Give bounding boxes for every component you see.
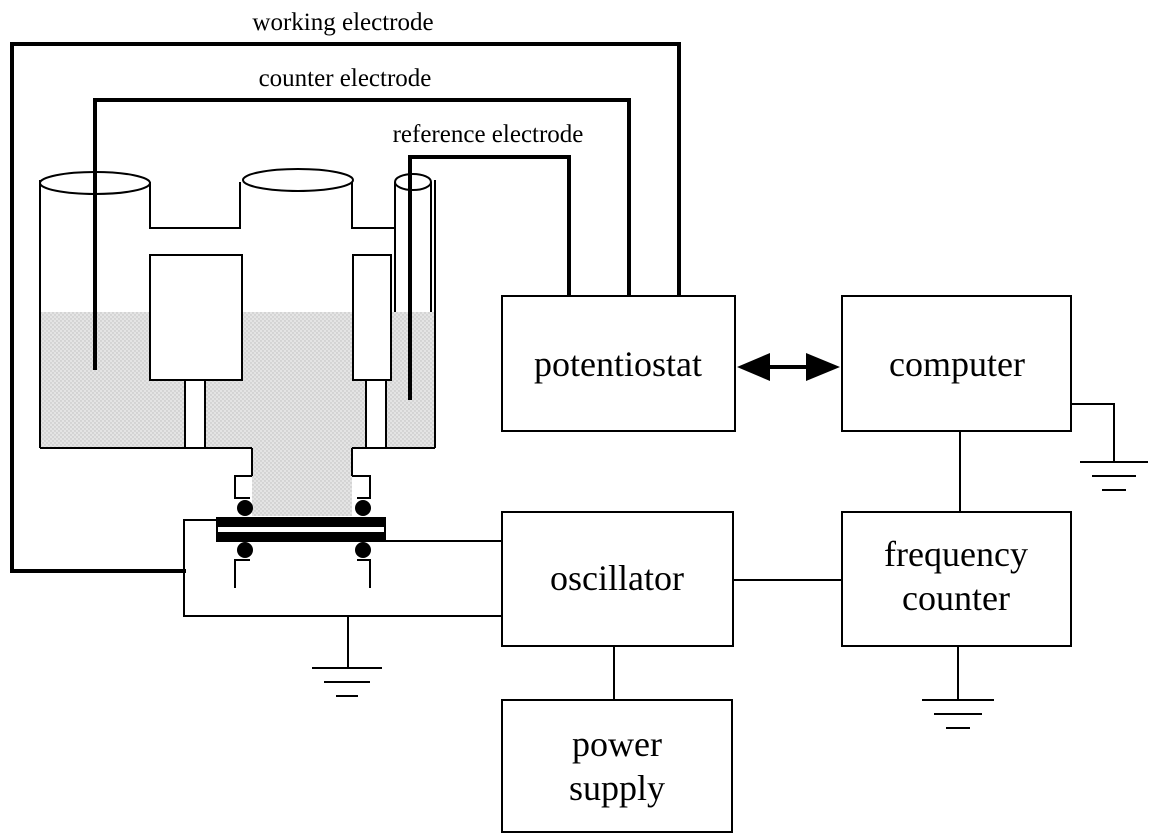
electrochemical-cell	[39, 168, 436, 476]
electrode-holders	[149, 254, 392, 449]
bidirectional-arrow	[737, 353, 840, 381]
holder-left	[149, 254, 243, 381]
o-ring	[237, 542, 253, 558]
quartz-crystal-mount	[216, 475, 386, 588]
o-ring	[355, 542, 371, 558]
working-electrode-wire	[10, 42, 681, 573]
counter-electrode-label: counter electrode	[259, 65, 432, 92]
computer-box: computer	[841, 295, 1072, 432]
oscillator-box: oscillator	[501, 511, 734, 647]
potentiostat-label: potentiostat	[534, 344, 702, 384]
potentiostat-box: potentiostat	[501, 295, 736, 432]
circuit-wires	[183, 403, 1115, 700]
computer-label: computer	[889, 344, 1025, 384]
power-supply-label-line2: supply	[569, 768, 665, 808]
holder-right-stem	[365, 379, 387, 449]
power-supply-box: power supply	[501, 699, 733, 833]
holder-left-stem	[184, 379, 206, 449]
counter-electrode-wire	[93, 98, 631, 370]
power-supply-label-line1: power	[572, 724, 662, 764]
ground-symbol	[922, 699, 994, 729]
frequency-counter-label-line2: counter	[902, 578, 1010, 618]
oscillator-label: oscillator	[550, 558, 684, 598]
o-ring	[355, 500, 371, 516]
ground-symbol	[312, 667, 382, 697]
holder-right	[352, 254, 392, 381]
cell-opening-right	[394, 173, 432, 191]
o-ring	[237, 500, 253, 516]
electrode-wires	[10, 42, 681, 573]
ground-symbol	[1080, 461, 1148, 491]
frequency-counter-box: frequency counter	[841, 511, 1072, 647]
working-electrode-label: working electrode	[252, 9, 433, 36]
cell-opening-center	[242, 168, 354, 192]
reference-electrode-label: reference electrode	[393, 121, 584, 148]
reference-electrode-wire	[408, 155, 571, 400]
frequency-counter-label-line1: frequency	[884, 534, 1028, 574]
